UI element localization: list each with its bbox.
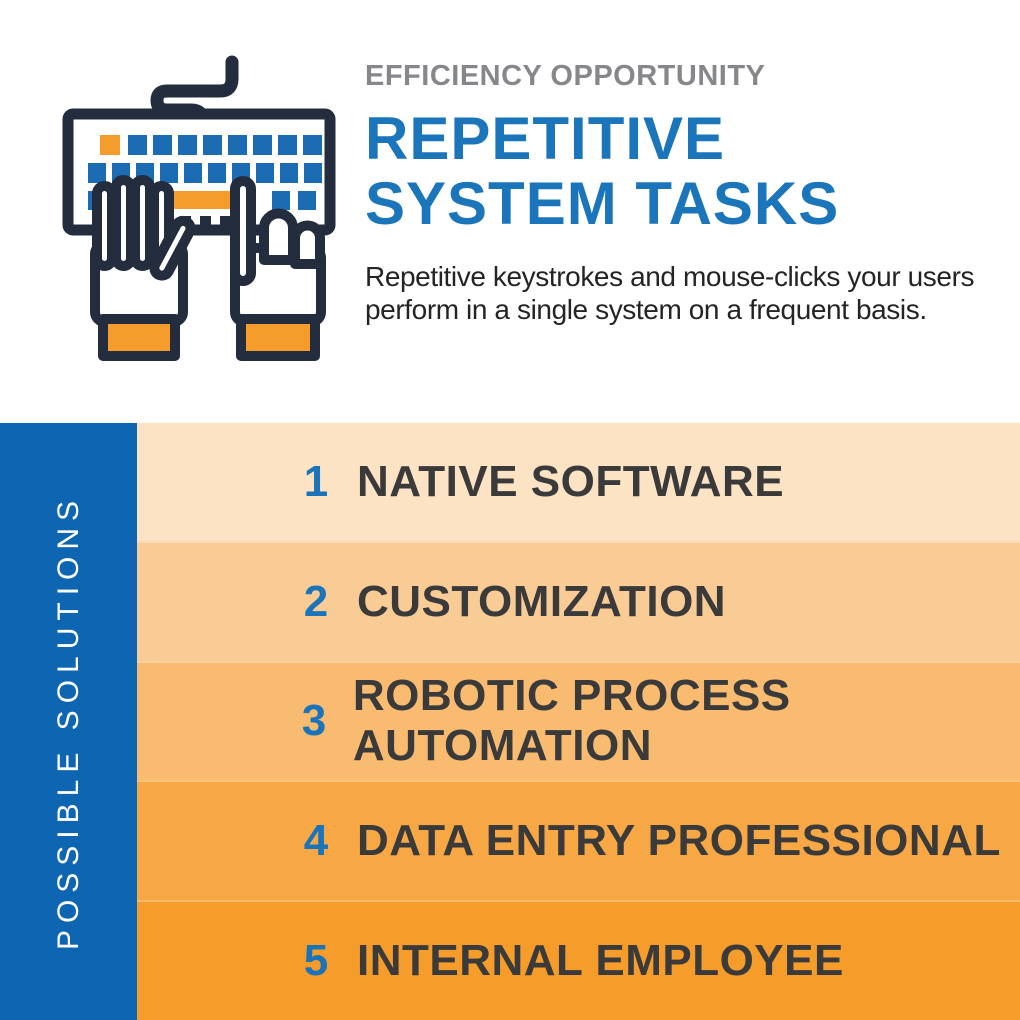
keyboard-hands-icon bbox=[62, 55, 336, 361]
title-line-2: SYSTEM TASKS bbox=[365, 170, 840, 237]
left-cuff bbox=[98, 314, 180, 361]
solution-number: 3 bbox=[301, 696, 327, 746]
right-cuff bbox=[236, 314, 320, 361]
solution-number: 5 bbox=[303, 936, 329, 986]
sidebar-label: POSSIBLE SOLUTIONS bbox=[51, 493, 85, 950]
title-line-1: REPETITIVE bbox=[365, 105, 726, 172]
solution-number: 1 bbox=[303, 456, 329, 506]
solution-label: NATIVE SOFTWARE bbox=[357, 456, 785, 506]
solution-number: 2 bbox=[303, 576, 329, 626]
solutions-list: 1 NATIVE SOFTWARE 2 CUSTOMIZATION 3 ROBOTIC P… bbox=[137, 423, 1020, 1020]
solution-row: 2 CUSTOMIZATION bbox=[137, 540, 1020, 661]
right-hand bbox=[230, 176, 326, 361]
solution-row: 5 INTERNAL EMPLOYEE bbox=[137, 900, 1020, 1020]
left-thumb bbox=[149, 215, 196, 281]
solution-row: 4 DATA ENTRY PROFESSIONAL bbox=[137, 780, 1020, 901]
key-row-top bbox=[100, 135, 322, 155]
left-hand bbox=[90, 175, 196, 361]
solution-label: CUSTOMIZATION bbox=[357, 576, 727, 626]
solution-row: 3 ROBOTIC PROCESS AUTOMATION bbox=[137, 660, 1020, 781]
solution-number: 4 bbox=[303, 816, 329, 866]
solution-label: DATA ENTRY PROFESSIONAL bbox=[357, 816, 1001, 866]
solution-label: INTERNAL EMPLOYEE bbox=[357, 936, 844, 986]
solutions-section: POSSIBLE SOLUTIONS 1 NATIVE SOFTWARE 2 CUST… bbox=[0, 423, 1020, 1020]
solution-row: 1 NATIVE SOFTWARE bbox=[137, 423, 1020, 541]
spacebar-key bbox=[150, 191, 248, 209]
index-finger bbox=[230, 176, 256, 286]
page-title: REPETITIVE SYSTEM TASKS bbox=[365, 106, 985, 236]
kicker: EFFICIENCY OPPORTUNITY bbox=[365, 60, 766, 92]
description-line-1: Repetitive keystrokes and mouse-clicks y… bbox=[365, 261, 975, 292]
description: Repetitive keystrokes and mouse-clicks y… bbox=[365, 260, 985, 326]
solution-label: ROBOTIC PROCESS AUTOMATION bbox=[352, 671, 791, 771]
possible-solutions-sidebar: POSSIBLE SOLUTIONS bbox=[0, 423, 137, 1020]
description-line-2: perform in a single system on a frequent… bbox=[365, 294, 927, 325]
header-text-block: EFFICIENCY OPPORTUNITY REPETITIVE SYSTEM… bbox=[365, 60, 985, 326]
